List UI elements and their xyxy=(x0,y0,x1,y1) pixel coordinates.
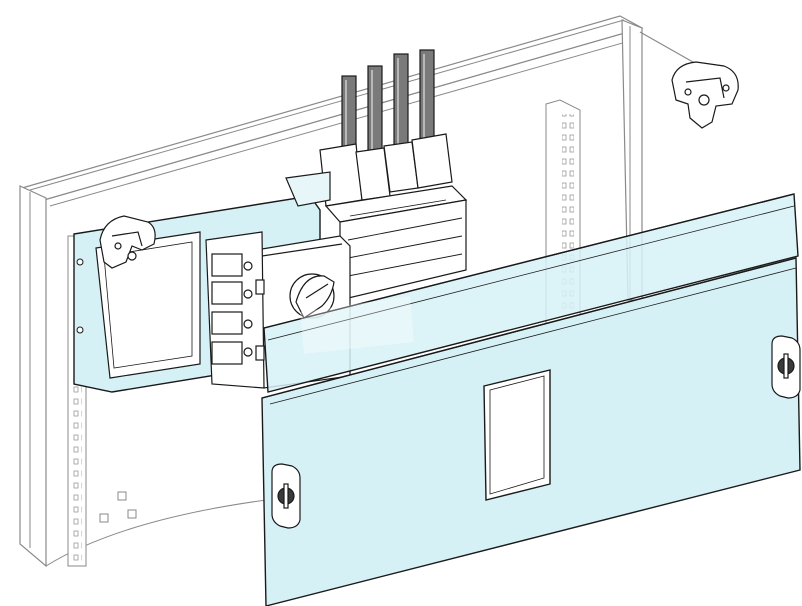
enclosure-frame xyxy=(19,15,644,568)
cover-window xyxy=(483,369,551,501)
left-rail-clamp xyxy=(99,215,156,269)
rotary-handle xyxy=(289,273,335,319)
cover-lock-left xyxy=(271,463,301,529)
upper-front-cover xyxy=(263,193,799,393)
cover-lock-right xyxy=(771,335,801,399)
right-rail-clamp xyxy=(639,31,739,129)
power-cables xyxy=(319,49,453,207)
